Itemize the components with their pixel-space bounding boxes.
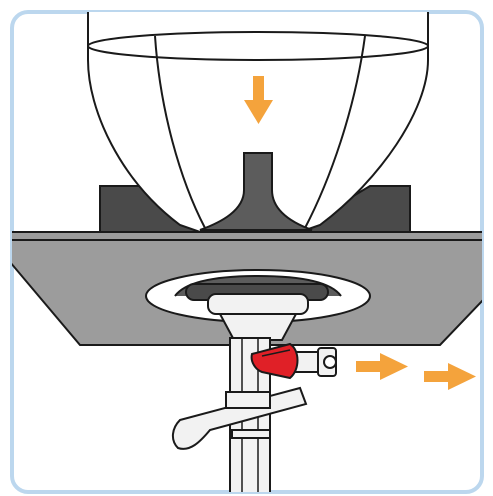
lever-pivot bbox=[225, 391, 271, 409]
valve-handle bbox=[250, 342, 299, 380]
valve-funnel bbox=[218, 313, 298, 341]
bottle-line-right bbox=[304, 35, 366, 229]
outlet-hole bbox=[323, 355, 337, 369]
handle-ridge bbox=[261, 349, 291, 357]
right-arrow-icon-2 bbox=[424, 363, 476, 390]
bottle-rim bbox=[87, 31, 429, 61]
lower-clamp bbox=[231, 429, 271, 439]
right-arrow-icon-1 bbox=[356, 353, 408, 380]
lever bbox=[172, 386, 308, 450]
central-post bbox=[199, 152, 313, 231]
down-arrow-icon bbox=[244, 76, 273, 124]
valve-collar bbox=[207, 293, 309, 315]
bottle-line-left bbox=[154, 35, 206, 229]
